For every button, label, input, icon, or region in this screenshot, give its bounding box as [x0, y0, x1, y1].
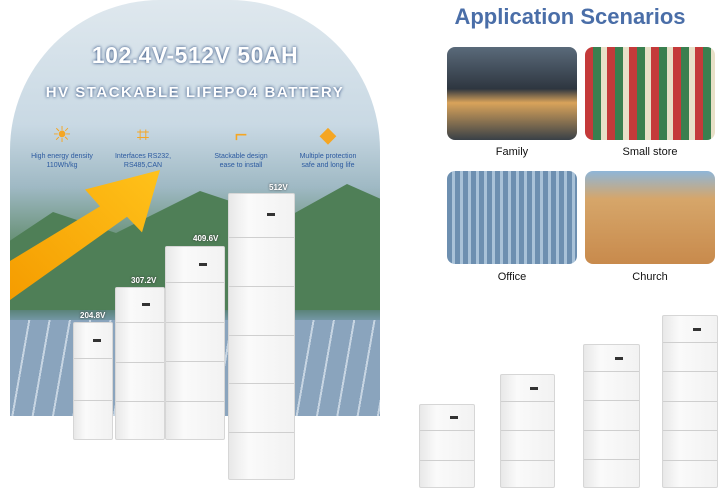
sun-energy-icon: ☀: [52, 122, 72, 147]
battery-module-divider: [663, 430, 717, 432]
battery-tower: [165, 246, 225, 440]
battery-module-divider: [229, 383, 294, 385]
battery-module-divider: [229, 237, 294, 239]
feature-detail: ease to install: [219, 162, 263, 169]
feature-detail: 110Wh/kg: [46, 162, 78, 169]
applications-title: Application Scenarios: [454, 4, 686, 29]
banner-subtitle: HV STACKABLE LIFEPO4 BATTERY: [45, 84, 345, 101]
banner-title: 102.4V-512V 50AH: [91, 42, 299, 68]
battery-tower: [115, 287, 165, 440]
battery-tower: [228, 193, 295, 480]
interfaces-icon: ⌗: [136, 122, 150, 147]
feature-label: Multiple protection: [299, 153, 357, 160]
battery-module-divider: [166, 401, 224, 403]
feature-label: Interfaces RS232,: [114, 153, 172, 160]
battery-module-divider: [584, 459, 639, 461]
battery-module-divider: [584, 400, 639, 402]
battery-module-divider: [663, 400, 717, 402]
battery-tower: [73, 322, 113, 440]
battery-module-divider: [663, 341, 717, 343]
battery-module-divider: [420, 459, 474, 461]
scene-caption: Office: [497, 271, 527, 283]
battery-tower: [419, 404, 475, 488]
battery-module-divider: [74, 358, 112, 360]
feature-label: Stackable design: [214, 153, 268, 160]
battery-module-divider: [116, 361, 164, 363]
battery-module-divider: [584, 429, 639, 431]
battery-module-divider: [166, 321, 224, 323]
voltage-label: 307.2V: [131, 276, 157, 285]
battery-module-divider: [663, 459, 717, 461]
status-led: [449, 416, 458, 420]
battery-module-divider: [74, 399, 112, 401]
battery-tower: [662, 315, 718, 488]
battery-module-divider: [229, 285, 294, 287]
feature-label: High energy density: [31, 153, 93, 160]
scene-caption: Family: [495, 146, 529, 158]
voltage-label: 204.8V: [80, 311, 106, 320]
status-led: [530, 386, 539, 390]
battery-module-divider: [116, 401, 164, 403]
scene-office-image: [447, 171, 577, 264]
status-led: [92, 338, 101, 342]
scene-church-image: [585, 171, 715, 264]
battery-module-divider: [501, 400, 554, 402]
status-led: [692, 327, 701, 331]
feature-stackable: ⌐ Stackable design ease to install: [196, 122, 286, 170]
scene-family-image: [447, 47, 577, 140]
battery-module-divider: [501, 459, 554, 461]
battery-module-divider: [663, 371, 717, 373]
battery-module-divider: [166, 281, 224, 283]
battery-tower: [500, 374, 555, 488]
feature-interfaces: ⌗ Interfaces RS232, RS485,CAN: [98, 122, 188, 170]
stack-icon: ⌐: [234, 122, 248, 147]
scene-caption: Church: [632, 271, 668, 283]
battery-module-divider: [420, 430, 474, 432]
scene-caption: Small store: [622, 146, 678, 158]
status-led: [141, 303, 150, 307]
battery-module-divider: [584, 370, 639, 372]
battery-module-divider: [166, 361, 224, 363]
voltage-label: 512V: [269, 183, 288, 192]
battery-module-divider: [116, 322, 164, 324]
voltage-label: 409.6V: [193, 234, 219, 243]
scene-small-store-image: [585, 47, 715, 140]
status-led: [614, 356, 623, 360]
feature-protection: ◆ Multiple protection safe and long life: [283, 122, 373, 170]
battery-module-divider: [229, 334, 294, 336]
battery-module-divider: [501, 430, 554, 432]
diamond-shield-icon: ◆: [319, 122, 337, 147]
feature-detail: safe and long life: [301, 162, 355, 169]
battery-module-divider: [229, 432, 294, 434]
status-led: [266, 213, 275, 217]
feature-detail: RS485,CAN: [123, 162, 163, 169]
battery-tower: [583, 344, 640, 488]
feature-energy-density: ☀ High energy density 110Wh/kg: [17, 122, 107, 170]
status-led: [198, 262, 207, 266]
